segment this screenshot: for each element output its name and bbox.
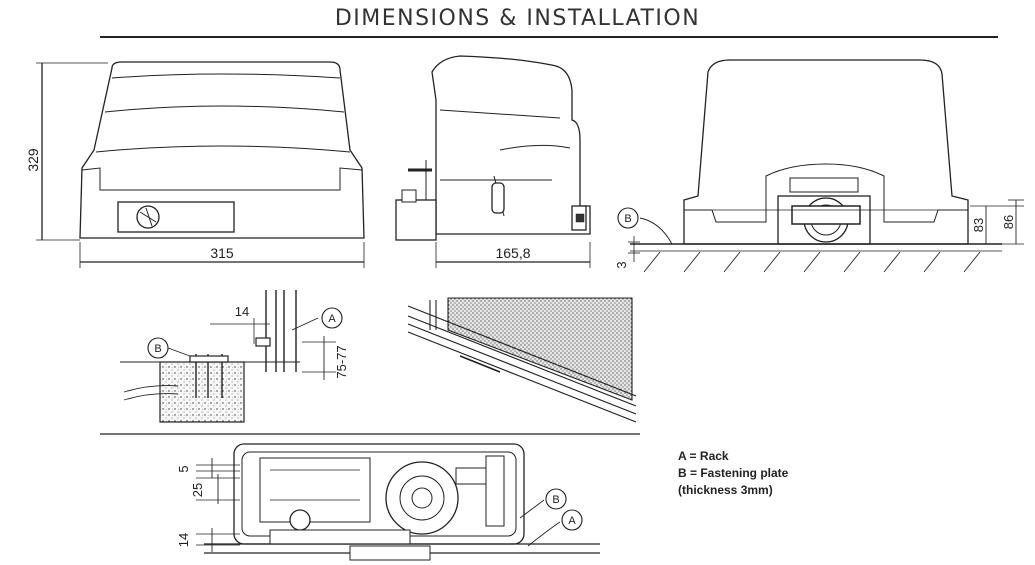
side-body	[431, 55, 591, 235]
page-title: DIMENSIONS & INSTALLATION	[334, 6, 701, 31]
motor-housing	[789, 177, 859, 193]
top-view	[196, 443, 600, 561]
callout-a-label: A	[328, 313, 336, 325]
rear-view	[628, 59, 1024, 273]
legend: A = Rack B = Fastening plate (thickness …	[678, 448, 788, 499]
anchor-range-label: 75-77	[334, 345, 349, 378]
callout-a-circle-top	[561, 509, 583, 531]
callout-b-label-top: B	[552, 494, 559, 506]
pinion-height-label: 86	[1001, 215, 1016, 229]
gate-mesh	[447, 297, 633, 401]
height-dim-label: 329	[25, 148, 41, 172]
side-view	[395, 55, 591, 268]
ground-hatch	[643, 251, 981, 273]
width-dim-label: 315	[210, 245, 234, 261]
top-gear-icon	[385, 461, 459, 535]
callout-b-circle-top	[545, 488, 567, 510]
rack-height-label: 83	[971, 218, 986, 232]
inner-offset-label: 25	[190, 483, 205, 497]
legend-plate: B = Fastening plate	[678, 466, 789, 480]
release-knob-icon	[136, 205, 160, 229]
title-underline	[100, 36, 998, 38]
legend-rack: A = Rack	[678, 449, 729, 463]
legend-thickness: (thickness 3mm)	[678, 483, 773, 497]
depth-dim-label: 165,8	[495, 245, 530, 261]
side-bracket	[395, 199, 437, 241]
rack-offset-label: 14	[235, 304, 249, 319]
bottom-margin-label: 14	[176, 533, 191, 547]
front-body	[79, 61, 365, 239]
callout-b-circle-foundation	[147, 337, 169, 359]
top-margin-label: 5	[176, 465, 191, 472]
base-gap-label: 3	[614, 261, 629, 268]
callout-b-label: B	[624, 213, 631, 225]
callout-b-circle	[617, 207, 639, 229]
callout-a-circle	[321, 307, 343, 329]
release-window	[117, 201, 235, 233]
callout-b-label-foundation: B	[154, 343, 161, 355]
concrete-block	[159, 361, 245, 423]
rear-body	[683, 59, 969, 245]
top-capacitor-icon	[289, 509, 311, 531]
callout-a-label-top: A	[568, 515, 576, 527]
front-view	[36, 61, 365, 268]
foundation-section	[120, 290, 336, 423]
